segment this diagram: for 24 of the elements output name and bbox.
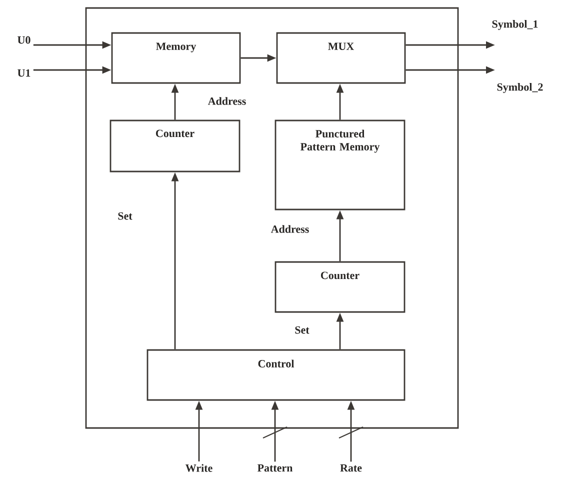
signal-label: U1	[18, 69, 30, 77]
frame-box	[85, 7, 459, 429]
edge-label: Set	[294, 325, 310, 335]
box-label: Memory	[156, 42, 196, 52]
edge-label: Address	[270, 224, 310, 234]
signal-label: Write	[186, 464, 212, 472]
signal-label: Symbol_2	[497, 83, 543, 93]
box-label: Punctured Pattern Memory	[300, 130, 380, 153]
box-label: Counter	[320, 272, 360, 280]
edge-label: Set	[116, 211, 134, 221]
process-box	[110, 120, 240, 172]
signal-label: Rate	[340, 464, 362, 472]
process-box	[111, 32, 241, 84]
process-box	[274, 261, 406, 313]
signal-label: U0	[18, 36, 30, 44]
process-box	[274, 120, 406, 210]
process-box	[146, 349, 406, 401]
box-label: MUX	[328, 42, 354, 50]
edge-label: Address	[206, 96, 248, 106]
process-box	[276, 32, 406, 84]
box-label: Counter	[156, 130, 194, 138]
signal-label: Pattern	[257, 464, 293, 472]
box-label: Control	[258, 360, 294, 368]
signal-label: Symbol_1	[492, 20, 538, 30]
